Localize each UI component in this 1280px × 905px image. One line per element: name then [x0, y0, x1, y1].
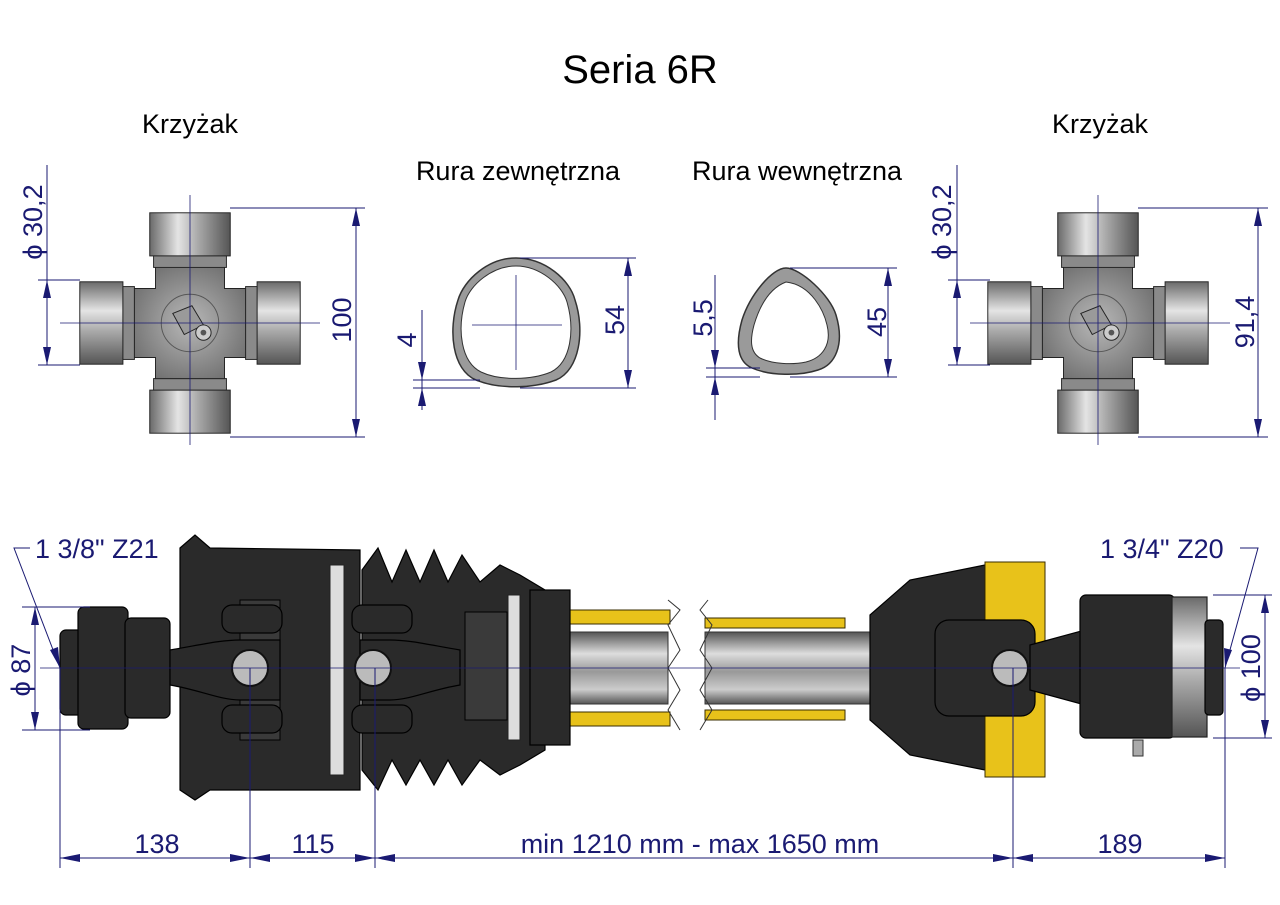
tube-inner-profile: Rura wewnętrzna 45 5,5 — [688, 156, 903, 420]
right-hub-diameter: ϕ 100 — [1236, 634, 1266, 702]
tube-inner-label: Rura wewnętrzna — [692, 156, 903, 186]
right-spline-spec: 1 3/4" Z20 — [1100, 534, 1224, 564]
tube-inner-wall: 5,5 — [688, 299, 718, 337]
cross-right: Krzyżak ϕ 30,2 91,4 — [927, 109, 1268, 445]
tube-outer-size: 54 — [600, 305, 630, 335]
dimension-115: 115 — [291, 829, 334, 859]
tube-inner-size: 45 — [862, 307, 892, 337]
pto-shaft-drawing — [59, 534, 1224, 801]
cross-left: Krzyżak ϕ 30,2 100 — [18, 109, 365, 445]
dimension-length-range: min 1210 mm - max 1650 mm — [521, 829, 880, 859]
cross-right-length: 91,4 — [1230, 296, 1260, 349]
cross-left-length: 100 — [327, 297, 357, 342]
drawing-title: Seria 6R — [562, 48, 718, 92]
cross-left-diameter: ϕ 30,2 — [18, 184, 48, 259]
left-spline-spec: 1 3/8" Z21 — [35, 534, 159, 564]
tube-outer-label: Rura zewnętrzna — [416, 156, 621, 186]
tube-outer-wall: 4 — [392, 332, 422, 347]
tube-outer-profile: Rura zewnętrzna 54 4 — [392, 156, 636, 410]
dimension-138: 138 — [134, 829, 179, 859]
left-hub-diameter: ϕ 87 — [6, 644, 36, 697]
dimension-189: 189 — [1097, 829, 1142, 859]
cross-right-label: Krzyżak — [1052, 109, 1149, 139]
cross-right-diameter: ϕ 30,2 — [927, 184, 957, 259]
cross-left-label: Krzyżak — [142, 109, 239, 139]
shaft-dimensions: ϕ 87 1 3/8" Z21 ϕ 100 1 3/4" Z20 138 115… — [6, 534, 1272, 868]
